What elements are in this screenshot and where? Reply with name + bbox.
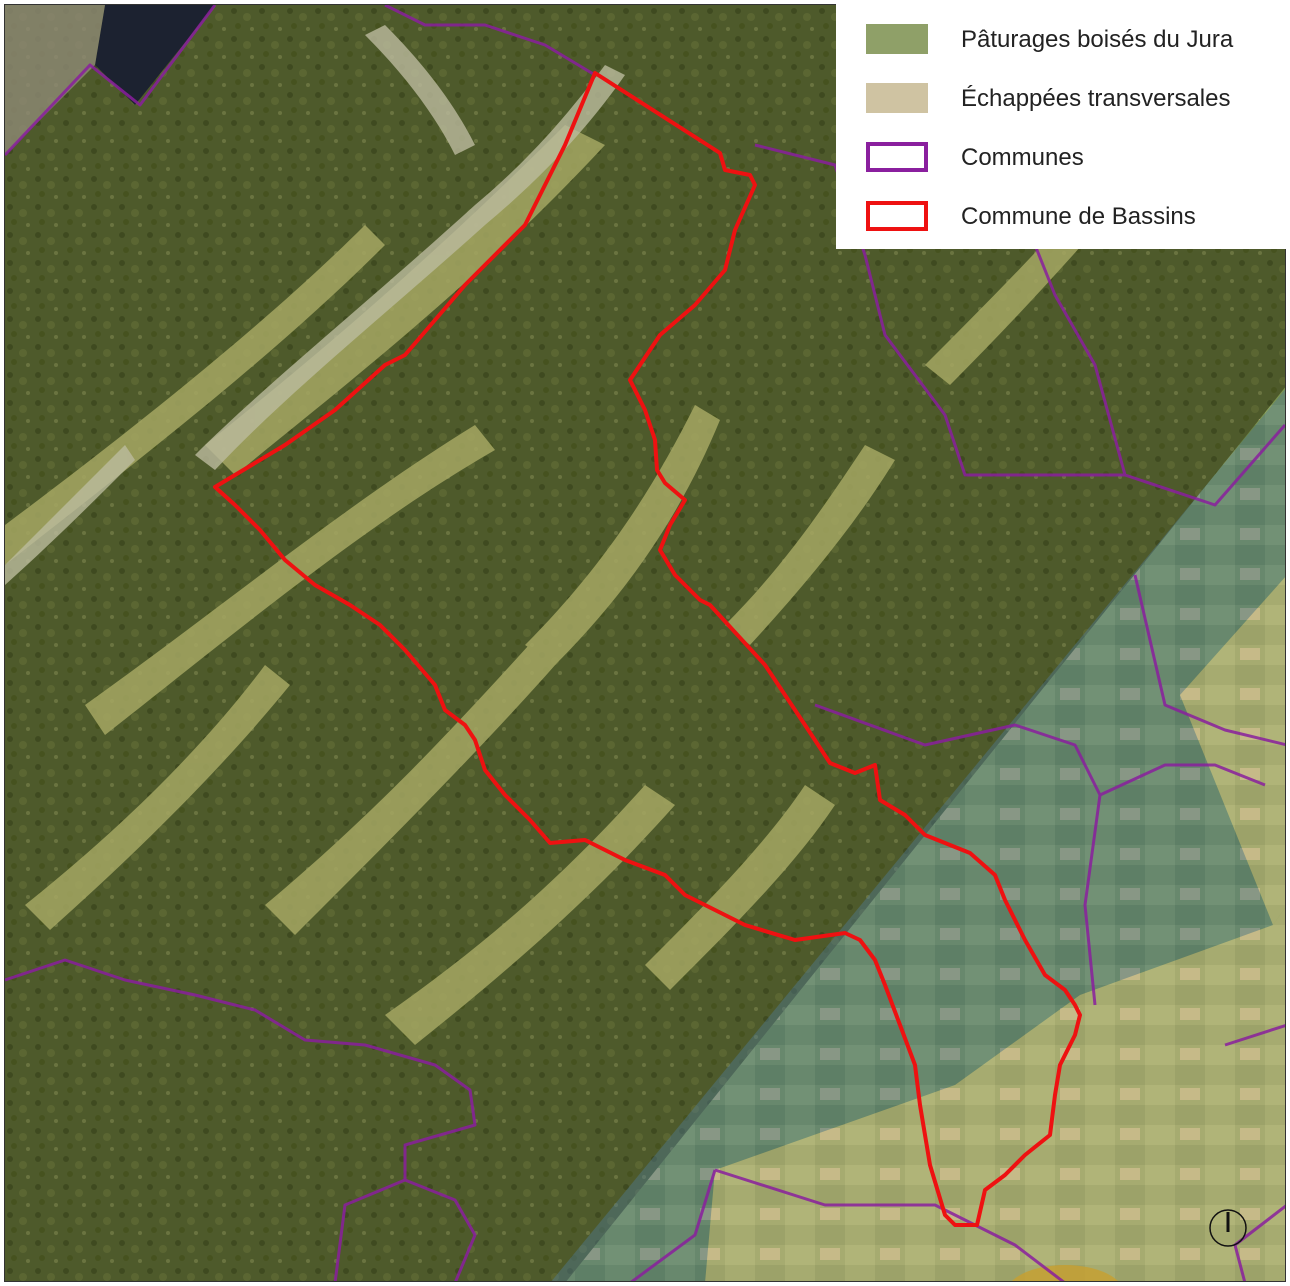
legend-item-bassins: Commune de Bassins <box>836 197 1286 237</box>
legend-swatch-bassins <box>866 201 928 231</box>
legend-swatch-paturages <box>866 24 928 54</box>
overlay-cream-band <box>705 907 1285 1281</box>
overlay-cream-band-east <box>1180 577 1285 925</box>
valley-edge <box>5 5 105 155</box>
orange-patch <box>1011 1265 1119 1281</box>
legend-swatch-communes <box>866 142 928 172</box>
lake-strip <box>95 5 215 105</box>
legend-label: Communes <box>961 144 1084 171</box>
north-arrow-icon <box>1209 1209 1247 1247</box>
rock-ridge <box>5 25 625 585</box>
legend-item-communes: Communes <box>836 138 1286 178</box>
map-legend: Pâturages boisés du Jura Échappées trans… <box>836 4 1286 249</box>
overlay-blue-band <box>551 389 1285 1281</box>
bassins-boundary[interactable] <box>213 71 1082 1227</box>
legend-label: Commune de Bassins <box>961 203 1196 230</box>
legend-label: Échappées transversales <box>961 85 1231 112</box>
map-canvas <box>5 5 1285 1281</box>
map-view[interactable] <box>4 4 1286 1282</box>
legend-label: Pâturages boisés du Jura <box>961 26 1234 53</box>
legend-item-paturages: Pâturages boisés du Jura <box>836 20 1286 60</box>
legend-item-echappees: Échappées transversales <box>836 79 1286 119</box>
legend-swatch-echappees <box>866 83 928 113</box>
